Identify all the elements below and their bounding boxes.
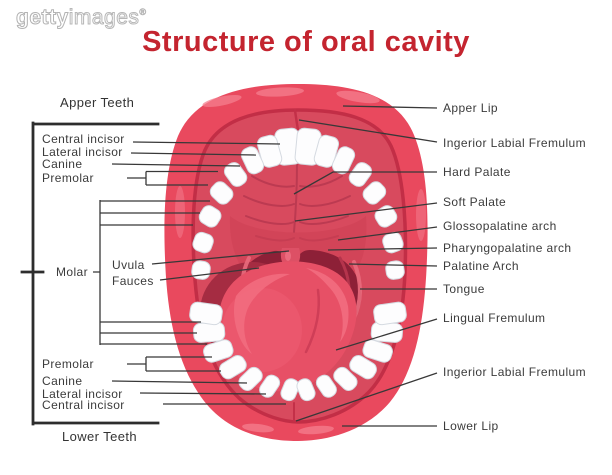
leader-premolar-upper: [127, 170, 218, 186]
leader-palatine-arch: [348, 263, 438, 267]
leader-lateral-incisor-upper: [130, 152, 257, 156]
label-hard-palate: Hard Palate: [443, 165, 511, 179]
label-lower-lip: Lower Lip: [443, 419, 499, 433]
leader-molar-bracket: [93, 200, 210, 345]
leader-lingual-fremulum: [335, 318, 438, 351]
label-central-incisor-lower: Central incisor: [42, 398, 125, 412]
label-canine-lower: Canine: [42, 374, 83, 388]
label-lateral-incisor-lower: Lateral incisor: [42, 387, 123, 401]
leader-lines: [93, 105, 438, 427]
label-apper-teeth: Apper Teeth: [60, 95, 135, 110]
leader-soft-palate: [294, 202, 438, 222]
label-lower-teeth: Lower Teeth: [62, 429, 137, 444]
label-premolar-lower: Premolar: [42, 357, 94, 371]
label-molar: Molar: [56, 265, 89, 279]
label-tongue: Tongue: [443, 282, 485, 296]
label-fauces: Fauces: [112, 274, 154, 288]
leader-fauces: [159, 267, 260, 281]
leader-central-incisor-upper: [132, 141, 281, 145]
label-soft-palate: Soft Palate: [443, 195, 507, 209]
upper-labial-frenulum-mark: [293, 108, 300, 132]
leader-pharyngopalatine-arch: [327, 247, 438, 251]
leader-lateral-incisor-lower: [139, 392, 267, 395]
label-glossopalatine-arch: Glossopalatine arch: [443, 219, 557, 233]
leader-ingerior-labial-fremulum-upper: [298, 119, 438, 143]
leader-hard-palate: [293, 171, 437, 195]
label-uvula: Uvula: [112, 258, 145, 272]
label-canine-upper: Canine: [42, 157, 83, 171]
label-ingerior-labial-fremulum-upper: Ingerior Labial Fremulum: [443, 136, 586, 150]
label-lateral-incisor-upper: Lateral incisor: [42, 145, 123, 159]
label-ingerior-labial-fremulum-lower: Ingerior Labial Fremulum: [443, 365, 586, 379]
label-central-incisor-upper: Central incisor: [42, 132, 125, 146]
leader-glossopalatine-arch: [337, 226, 438, 241]
label-lingual-fremulum: Lingual Fremulum: [443, 311, 546, 325]
label-apper-lip: Apper Lip: [443, 101, 498, 115]
leader-canine-lower: [111, 380, 248, 384]
leader-ingerior-labial-fremulum-lower: [295, 372, 438, 422]
leader-uvula: [151, 250, 290, 265]
label-palatine-arch: Palatine Arch: [443, 259, 519, 273]
teeth-group-bracket: [20, 121, 160, 426]
leader-premolar-lower: [127, 356, 221, 372]
watermark-getty: getty: [16, 6, 69, 30]
label-pharyngopalatine-arch: Pharyngopalatine arch: [443, 241, 572, 255]
tongue-shape: [218, 261, 357, 392]
label-premolar-upper: Premolar: [42, 171, 94, 185]
leader-canine-upper: [111, 163, 241, 167]
watermark-images: images: [68, 6, 140, 30]
page-title: Structure of oral cavity: [142, 26, 470, 58]
gettyimages-watermark: gettyimages®: [16, 6, 147, 30]
registered-mark: ®: [139, 7, 147, 18]
leader-apper-lip: [342, 105, 438, 109]
